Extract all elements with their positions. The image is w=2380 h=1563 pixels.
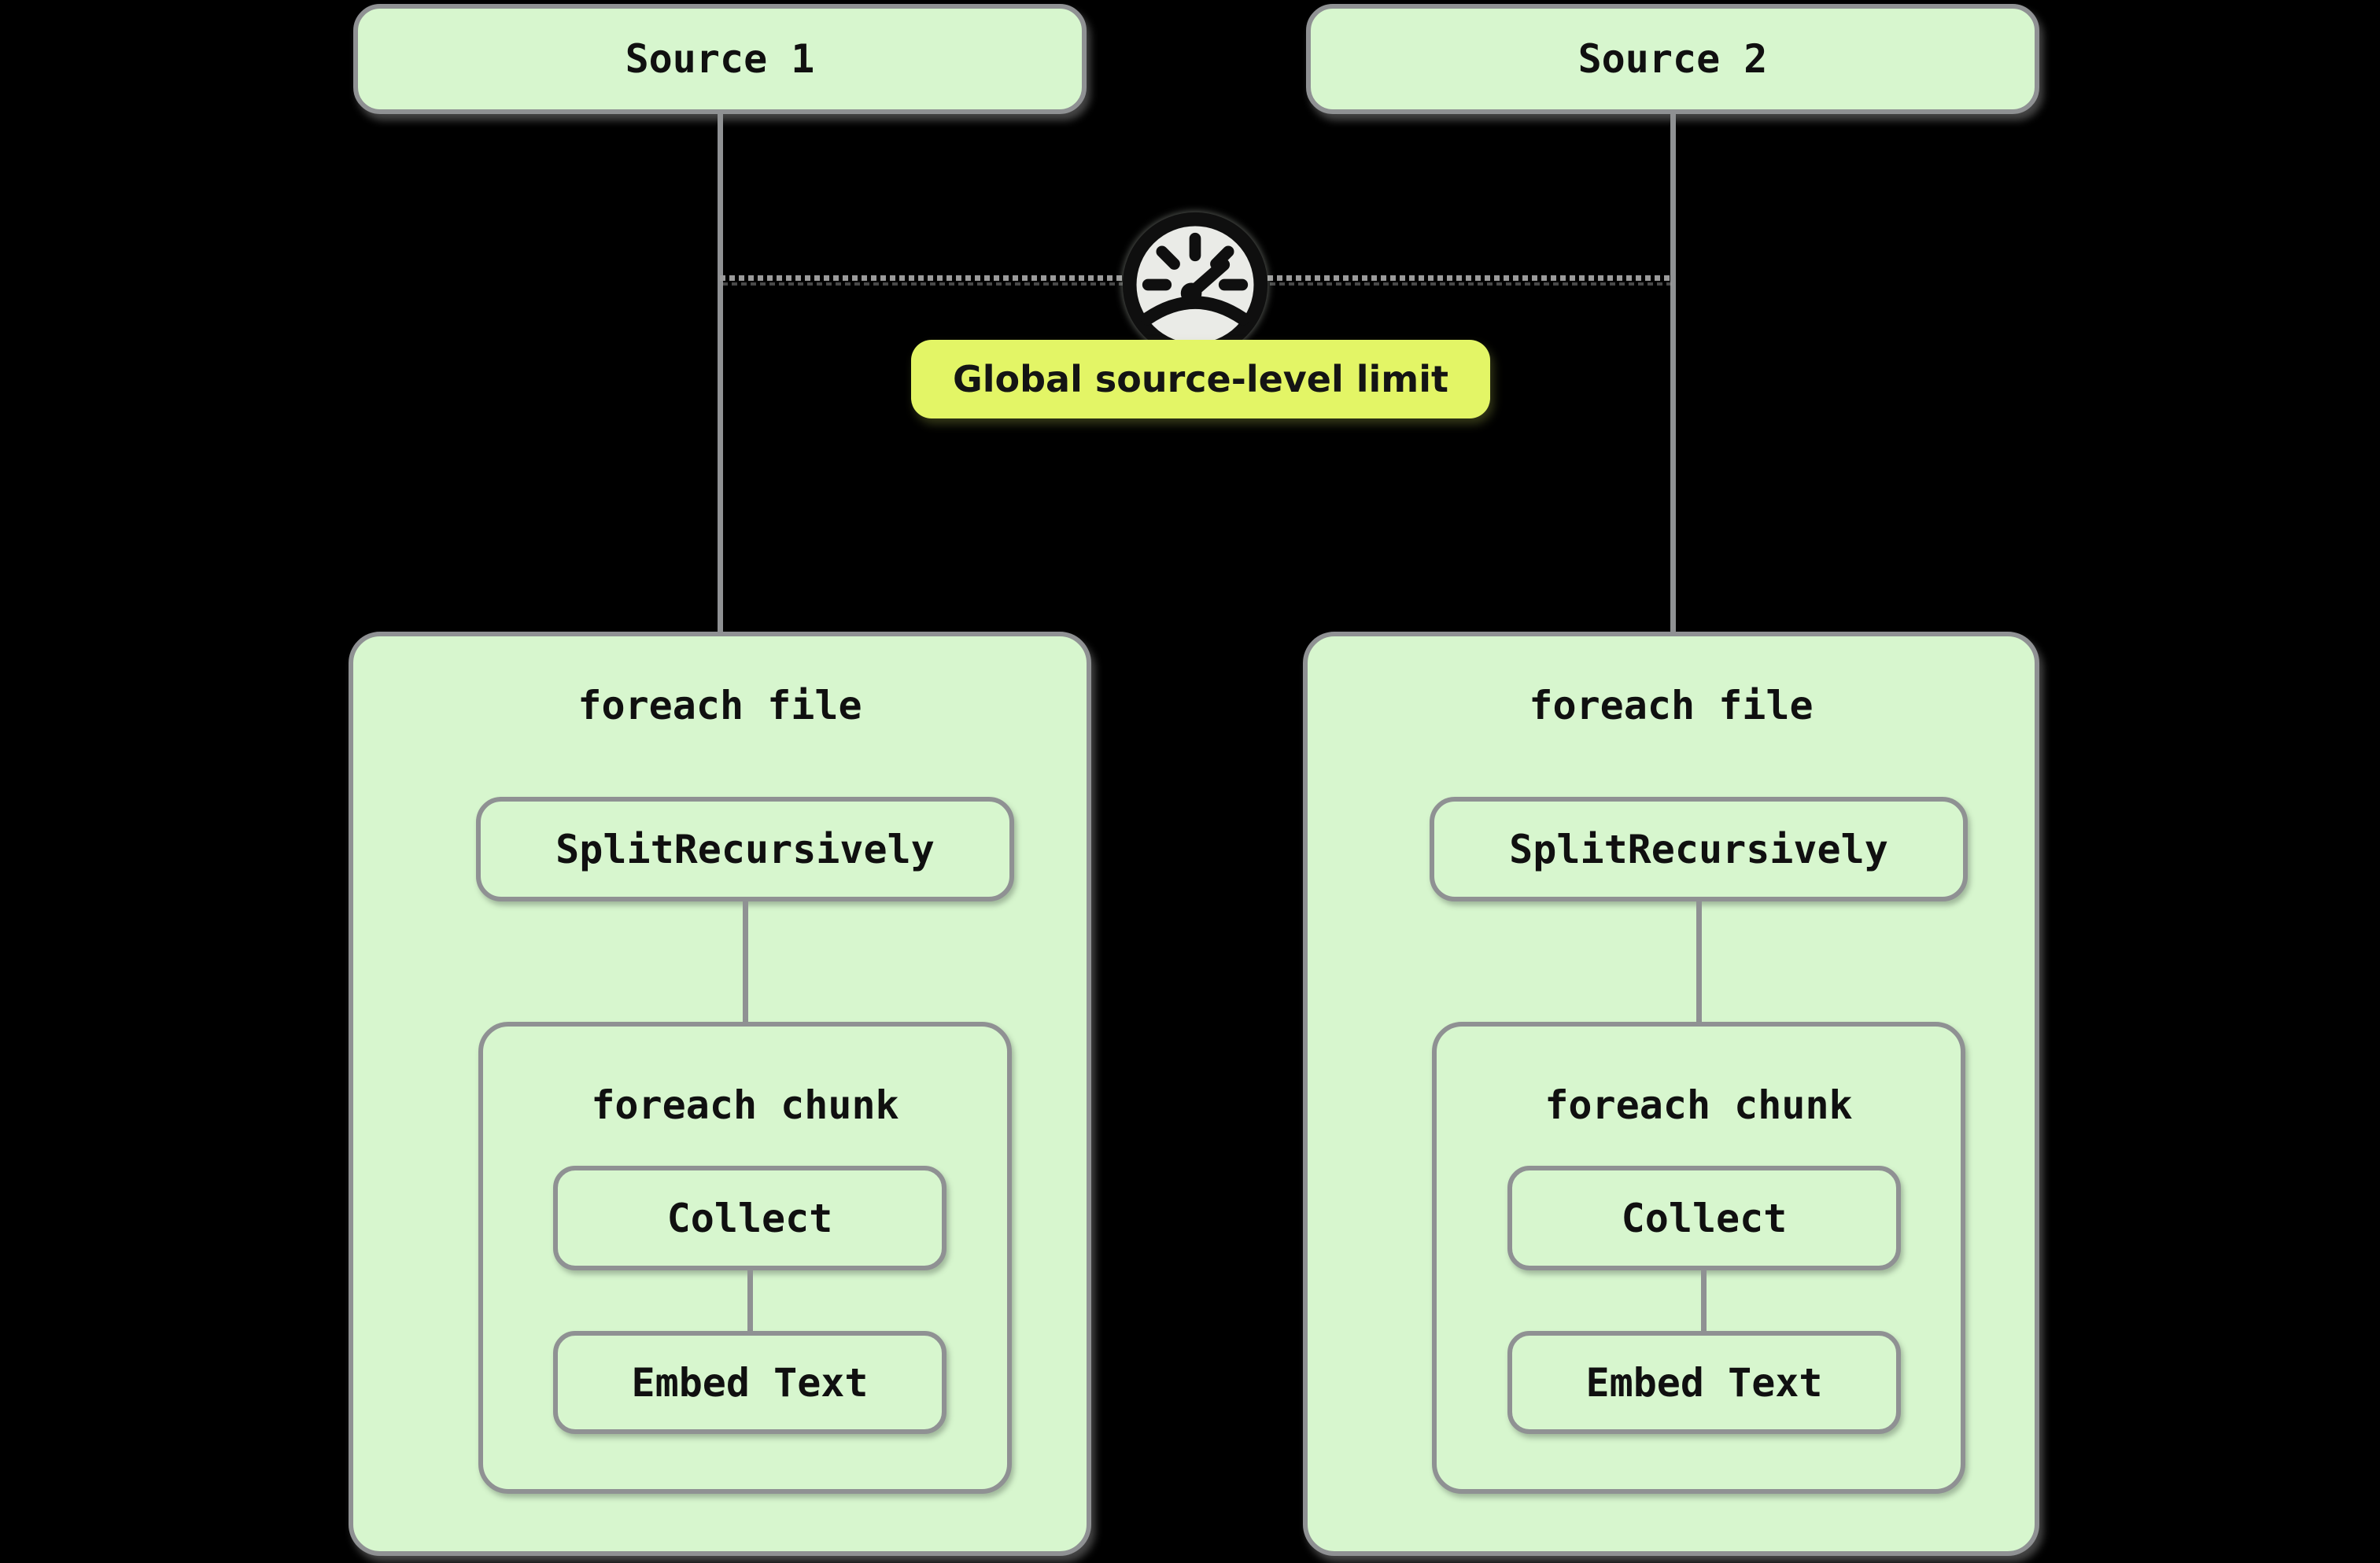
pipeline-2-embed-node: Embed Text — [1507, 1331, 1901, 1434]
pipeline-2-split-node: SplitRecursively — [1430, 797, 1968, 901]
speedometer-gauge-icon — [1122, 212, 1268, 358]
source-2-label: Source 2 — [1577, 36, 1768, 82]
pipeline-1-chunk-title: foreach chunk — [591, 1082, 899, 1128]
pipeline-2-embed-label: Embed Text — [1585, 1359, 1823, 1406]
pipeline-1-split-label: SplitRecursively — [555, 826, 935, 872]
pipeline-1-foreach-chunk-group: foreach chunk Collect Embed Text — [478, 1022, 1012, 1494]
pipeline-1-embed-label: Embed Text — [631, 1359, 869, 1406]
pipeline-2-foreach-chunk-group: foreach chunk Collect Embed Text — [1432, 1022, 1965, 1494]
pipeline-2-collect-label: Collect — [1621, 1195, 1788, 1241]
source-1-label: Source 1 — [625, 36, 815, 82]
source-2-node: Source 2 — [1306, 4, 2039, 114]
pipeline-2-foreach-file-group: foreach file SplitRecursively foreach ch… — [1303, 632, 2039, 1556]
pipeline-1-embed-node: Embed Text — [553, 1331, 946, 1434]
pipeline-1-loop-title: foreach file — [577, 683, 862, 728]
global-limit-badge: Global source-level limit — [911, 340, 1490, 418]
pipeline-1-collect-to-embed-connector — [747, 1270, 753, 1331]
pipeline-2-split-label: SplitRecursively — [1509, 826, 1888, 872]
pipeline-1-split-to-chunk-connector — [743, 901, 748, 1022]
pipeline-1-collect-label: Collect — [666, 1195, 833, 1241]
pipeline-2-split-to-chunk-connector — [1696, 901, 1702, 1022]
pipeline-1-collect-node: Collect — [553, 1166, 946, 1270]
pipeline-2-collect-node: Collect — [1507, 1166, 1901, 1270]
pipeline-1-split-node: SplitRecursively — [476, 797, 1014, 901]
pipeline-2-collect-to-embed-connector — [1701, 1270, 1707, 1331]
source-1-node: Source 1 — [353, 4, 1087, 114]
connector-source2-pipeline2 — [1670, 114, 1676, 632]
pipeline-2-chunk-title: foreach chunk — [1544, 1082, 1853, 1128]
pipeline-1-foreach-file-group: foreach file SplitRecursively foreach ch… — [349, 632, 1091, 1556]
connector-source1-pipeline1 — [718, 114, 723, 632]
pipeline-2-loop-title: foreach file — [1529, 683, 1814, 728]
global-limit-label: Global source-level limit — [952, 358, 1448, 400]
